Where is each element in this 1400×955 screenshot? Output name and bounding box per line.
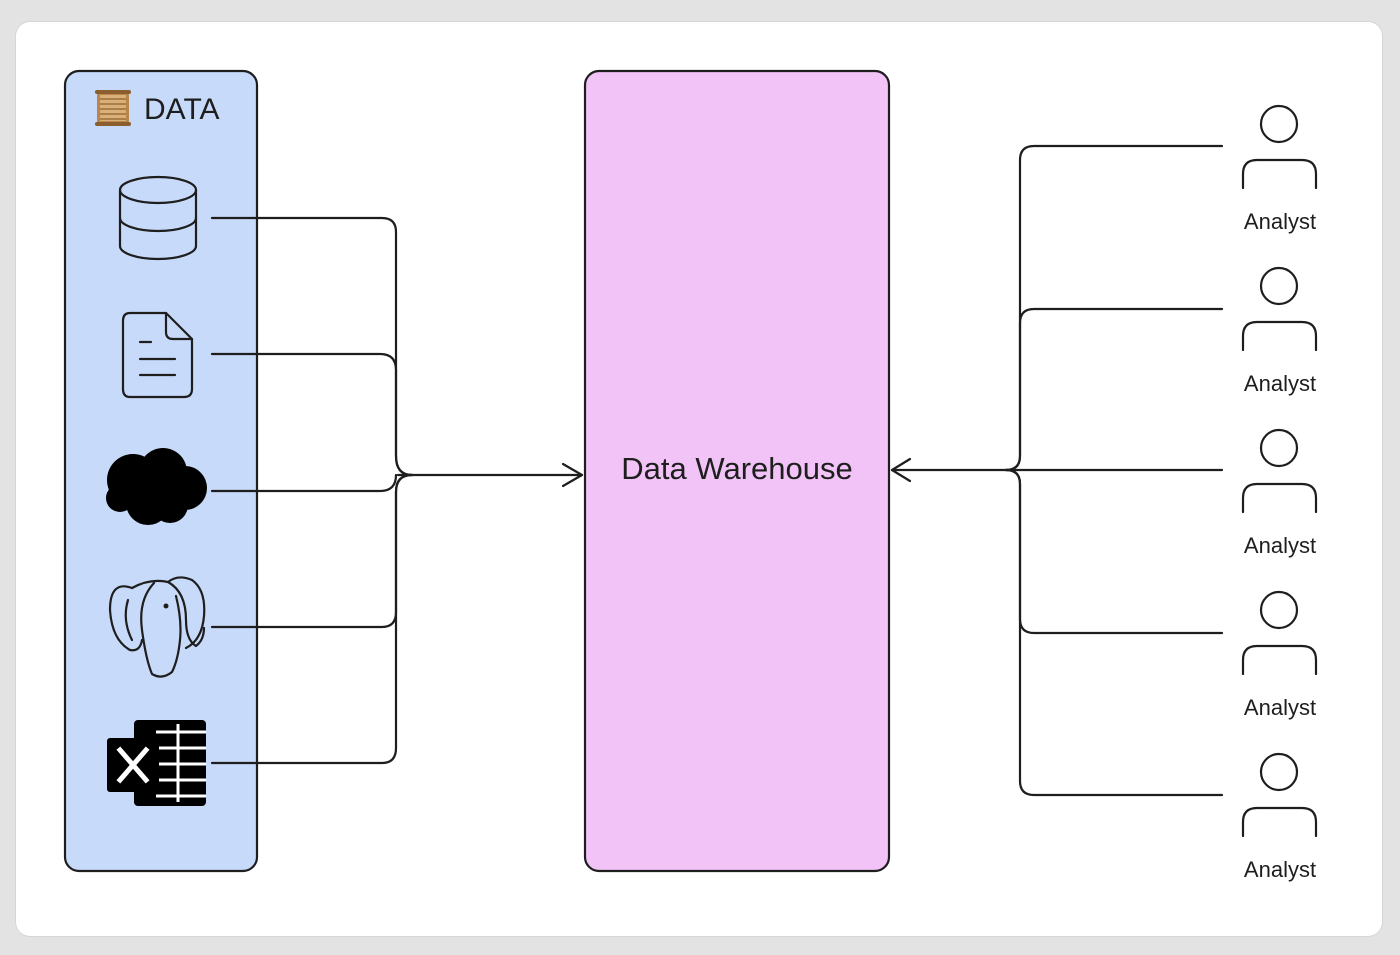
database-icon[interactable] (118, 175, 198, 261)
analyst-3[interactable]: Analyst (1241, 428, 1318, 558)
document-icon[interactable] (121, 311, 194, 399)
analyst-label: Analyst (1244, 533, 1316, 558)
source-connectors (210, 216, 584, 765)
panel-title: DATA (144, 93, 220, 126)
postgresql-elephant-icon[interactable] (108, 576, 206, 678)
data-warehouse-box[interactable] (583, 69, 891, 873)
analyst-5[interactable]: Analyst (1241, 752, 1318, 882)
analyst-label: Analyst (1244, 371, 1316, 396)
warehouse-label: Data Warehouse (621, 451, 852, 486)
analyst-label: Analyst (1244, 209, 1316, 234)
analyst-2[interactable]: Analyst (1241, 266, 1318, 396)
scroll-icon (95, 90, 131, 126)
analyst-label: Analyst (1244, 695, 1316, 720)
analyst-label: Analyst (1244, 857, 1316, 882)
user-icon (1241, 752, 1318, 838)
user-icon (1241, 590, 1318, 676)
salesforce-cloud-icon[interactable] (106, 448, 207, 525)
user-icon (1241, 266, 1318, 352)
analyst-4[interactable]: Analyst (1241, 590, 1318, 720)
analyst-connectors (890, 144, 1224, 797)
excel-icon[interactable] (107, 720, 206, 806)
user-icon (1241, 428, 1318, 514)
user-icon (1241, 104, 1318, 190)
analyst-1[interactable]: Analyst (1241, 104, 1318, 234)
